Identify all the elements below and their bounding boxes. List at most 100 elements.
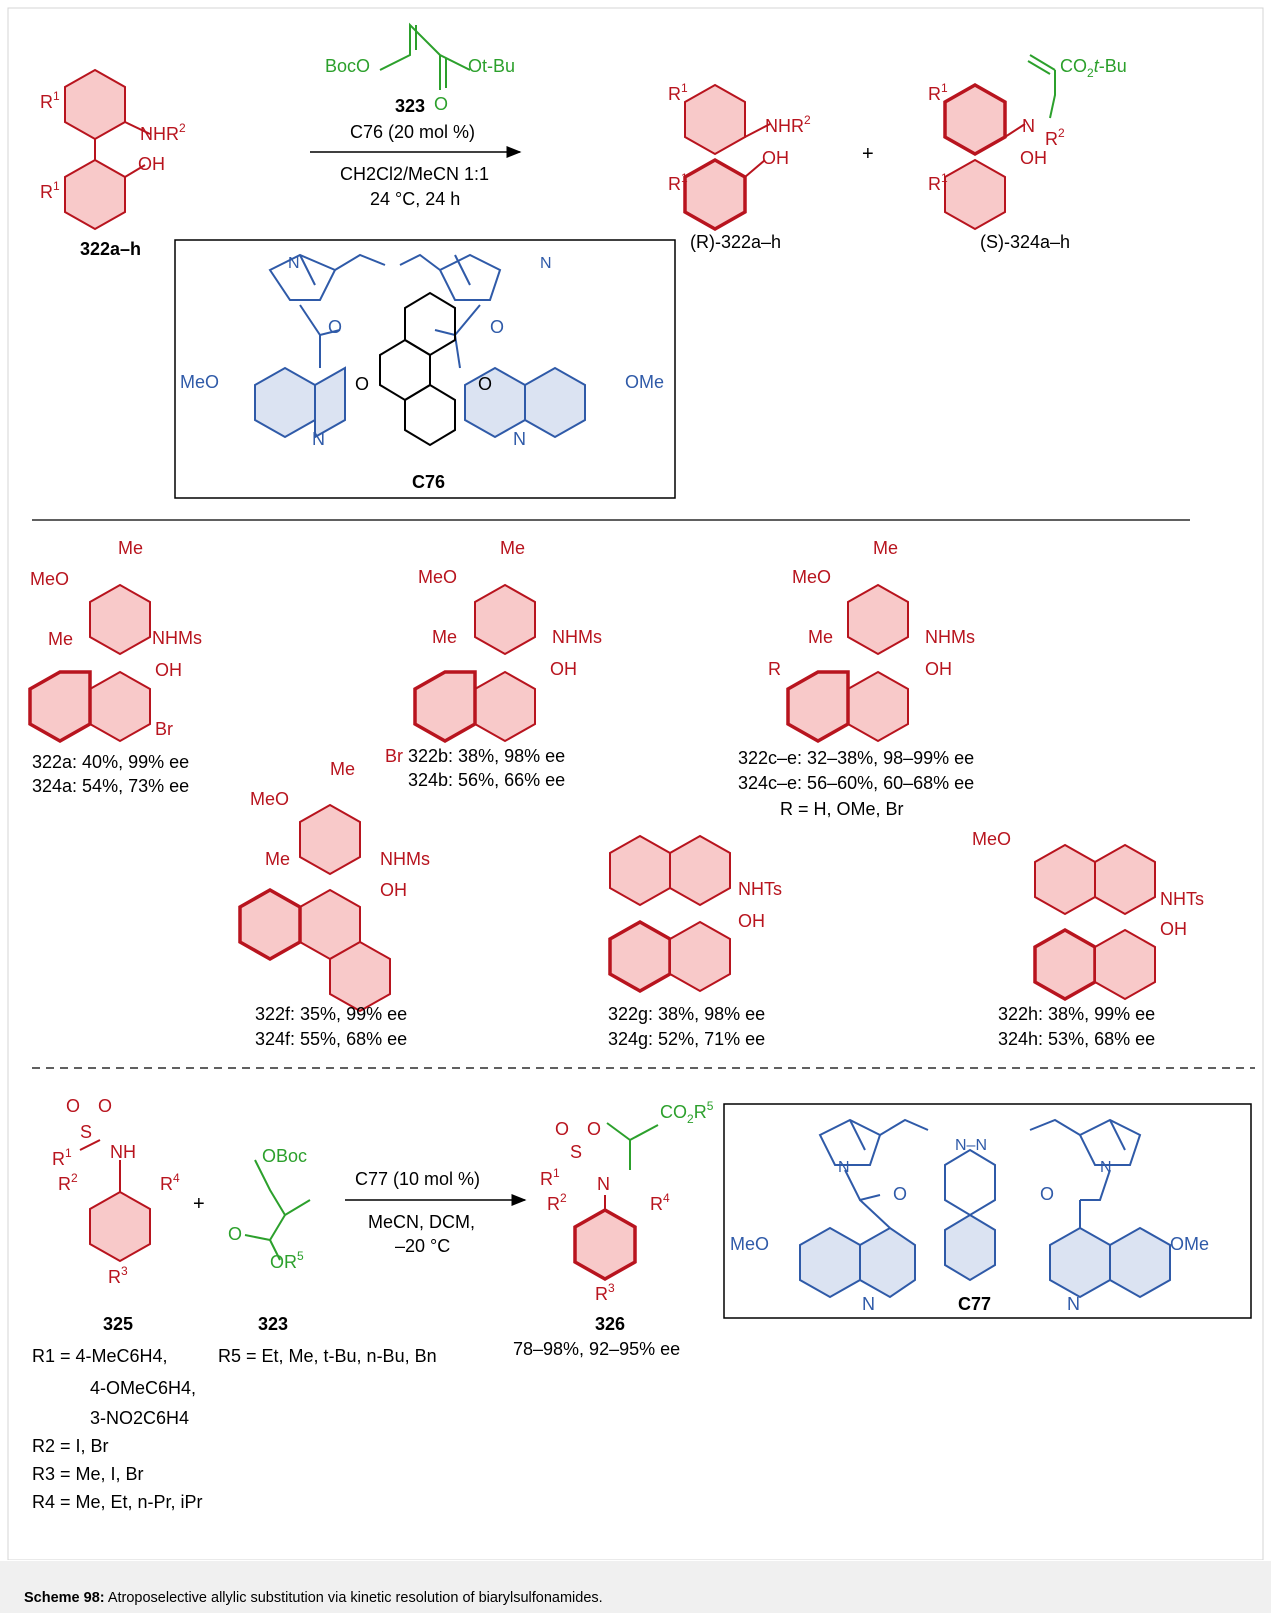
reagent-right: Ot-Bu xyxy=(468,56,515,76)
r1-definition-1: R1 = 4-MeC6H4, xyxy=(32,1346,168,1366)
product-r-322: R1 R1 NHR2 OH xyxy=(668,81,811,232)
example-322c-line2: 324c–e: 56–60%, 60–68% ee xyxy=(738,773,974,793)
svg-text:R1: R1 xyxy=(40,179,60,202)
svg-text:MeO: MeO xyxy=(418,567,457,587)
svg-text:R1: R1 xyxy=(668,81,688,104)
svg-text:N: N xyxy=(597,1174,610,1194)
catalyst-c76-anthraquinone xyxy=(379,291,456,447)
svg-text:N–N: N–N xyxy=(955,1137,987,1154)
reagent-left: BocO xyxy=(325,56,370,76)
svg-text:OH: OH xyxy=(925,659,952,679)
example-322b: Me MeO Me NHMs OH Br xyxy=(385,538,602,766)
bottom-condition-3: –20 °C xyxy=(395,1236,450,1256)
figure-caption: Scheme 98: Atroposelective allylic subst… xyxy=(24,1590,603,1606)
svg-text:NHR2: NHR2 xyxy=(765,113,811,136)
example-322g-line1: 322g: 38%, 98% ee xyxy=(608,1004,765,1024)
svg-text:OH: OH xyxy=(155,660,182,680)
product-326: O O S N R1 R2 R4 R3 CO2R5 xyxy=(540,1099,714,1304)
svg-text:OMe: OMe xyxy=(1170,1234,1209,1254)
svg-text:O: O xyxy=(478,374,492,394)
svg-text:N: N xyxy=(1022,116,1035,136)
svg-text:O: O xyxy=(228,1224,242,1244)
svg-text:R3: R3 xyxy=(108,1264,128,1287)
example-322g-line2: 324g: 52%, 71% ee xyxy=(608,1029,765,1049)
example-322b-line1: 322b: 38%, 98% ee xyxy=(408,746,565,766)
svg-text:O: O xyxy=(1040,1184,1054,1204)
svg-text:Me: Me xyxy=(808,627,833,647)
svg-text:Me: Me xyxy=(432,627,457,647)
product2-label: (S)-324a–h xyxy=(980,232,1070,252)
example-322b-line2: 324b: 56%, 66% ee xyxy=(408,770,565,790)
svg-text:MeO: MeO xyxy=(180,372,219,392)
svg-text:R3: R3 xyxy=(595,1281,615,1304)
svg-text:N: N xyxy=(540,255,552,272)
example-322h-line1: 322h: 38%, 99% ee xyxy=(998,1004,1155,1024)
svg-text:N: N xyxy=(1067,1294,1080,1314)
svg-text:Me: Me xyxy=(118,538,143,558)
example-322c-line3: R = H, OMe, Br xyxy=(780,799,904,819)
svg-text:CO2t-Bu: CO2t-Bu xyxy=(1060,56,1127,80)
svg-text:Me: Me xyxy=(500,538,525,558)
svg-text:N: N xyxy=(862,1294,875,1314)
condition-2: CH2Cl2/MeCN 1:1 xyxy=(340,164,489,184)
catalyst-c77-phthalazine xyxy=(944,1148,996,1282)
svg-text:MeO: MeO xyxy=(792,567,831,587)
condition-3: 24 °C, 24 h xyxy=(370,189,460,209)
svg-text:NHR2: NHR2 xyxy=(140,121,186,144)
svg-text:OH: OH xyxy=(1160,919,1187,939)
catalyst-c77-box xyxy=(723,1103,1252,1319)
example-322a-line2: 324a: 54%, 73% ee xyxy=(32,776,189,796)
substrate-label: 322a–h xyxy=(80,239,141,259)
catalyst-c76-label: C76 xyxy=(412,472,445,492)
catalyst-c77-label: C77 xyxy=(958,1294,991,1314)
svg-text:NHMs: NHMs xyxy=(380,849,430,869)
svg-text:MeO: MeO xyxy=(972,829,1011,849)
example-322f-line2: 324f: 55%, 68% ee xyxy=(255,1029,407,1049)
svg-text:OH: OH xyxy=(762,148,789,168)
svg-text:Br: Br xyxy=(385,746,403,766)
substrate-325: O O S NH R1 R2 R4 R3 xyxy=(52,1096,180,1287)
svg-text:N: N xyxy=(288,255,300,272)
svg-text:OH: OH xyxy=(380,880,407,900)
svg-text:Me: Me xyxy=(873,538,898,558)
reagent-323-bottom: OBoc O OR5 xyxy=(228,1146,311,1272)
svg-text:Me: Me xyxy=(330,759,355,779)
condition-1: C76 (20 mol %) xyxy=(350,122,475,142)
svg-text:O: O xyxy=(98,1096,112,1116)
svg-text:R2: R2 xyxy=(58,1171,78,1194)
svg-text:Me: Me xyxy=(48,629,73,649)
svg-text:N: N xyxy=(312,429,325,449)
example-322c: Me MeO Me NHMs OH R xyxy=(768,538,975,744)
r1-definition-3: 3-NO2C6H4 xyxy=(90,1408,189,1428)
r2-definition: R2 = I, Br xyxy=(32,1436,109,1456)
svg-text:N: N xyxy=(513,429,526,449)
reagent-label: 323 xyxy=(395,96,425,116)
example-322h-line2: 324h: 53%, 68% ee xyxy=(998,1029,1155,1049)
svg-text:O: O xyxy=(434,94,448,114)
svg-text:MeO: MeO xyxy=(730,1234,769,1254)
svg-text:OH: OH xyxy=(138,154,165,174)
scheme-frame xyxy=(7,7,1264,1560)
label-325: 325 xyxy=(103,1314,133,1334)
example-322h: MeO NHTs OH xyxy=(972,829,1204,1002)
r5-definition: R5 = Et, Me, t-Bu, n-Bu, Bn xyxy=(218,1346,437,1366)
svg-text:Br: Br xyxy=(155,719,173,739)
svg-text:R: R xyxy=(768,659,781,679)
example-322f-line1: 322f: 35%, 99% ee xyxy=(255,1004,407,1024)
svg-text:R1: R1 xyxy=(540,1166,560,1189)
svg-text:CO2R5: CO2R5 xyxy=(660,1099,714,1126)
plus-top: + xyxy=(862,143,874,165)
svg-text:OH: OH xyxy=(550,659,577,679)
catalyst-c76-structure xyxy=(254,253,586,439)
svg-text:NHMs: NHMs xyxy=(152,628,202,648)
bottom-condition-1: C77 (10 mol %) xyxy=(355,1169,480,1189)
r3-definition: R3 = Me, I, Br xyxy=(32,1464,144,1484)
product1-label: (R)-322a–h xyxy=(690,232,781,252)
svg-text:O: O xyxy=(587,1119,601,1139)
plus-bottom: + xyxy=(193,1193,205,1215)
svg-text:Me: Me xyxy=(265,849,290,869)
svg-text:O: O xyxy=(66,1096,80,1116)
svg-text:O: O xyxy=(555,1119,569,1139)
svg-text:N: N xyxy=(1100,1159,1112,1176)
svg-text:R1: R1 xyxy=(40,89,60,112)
